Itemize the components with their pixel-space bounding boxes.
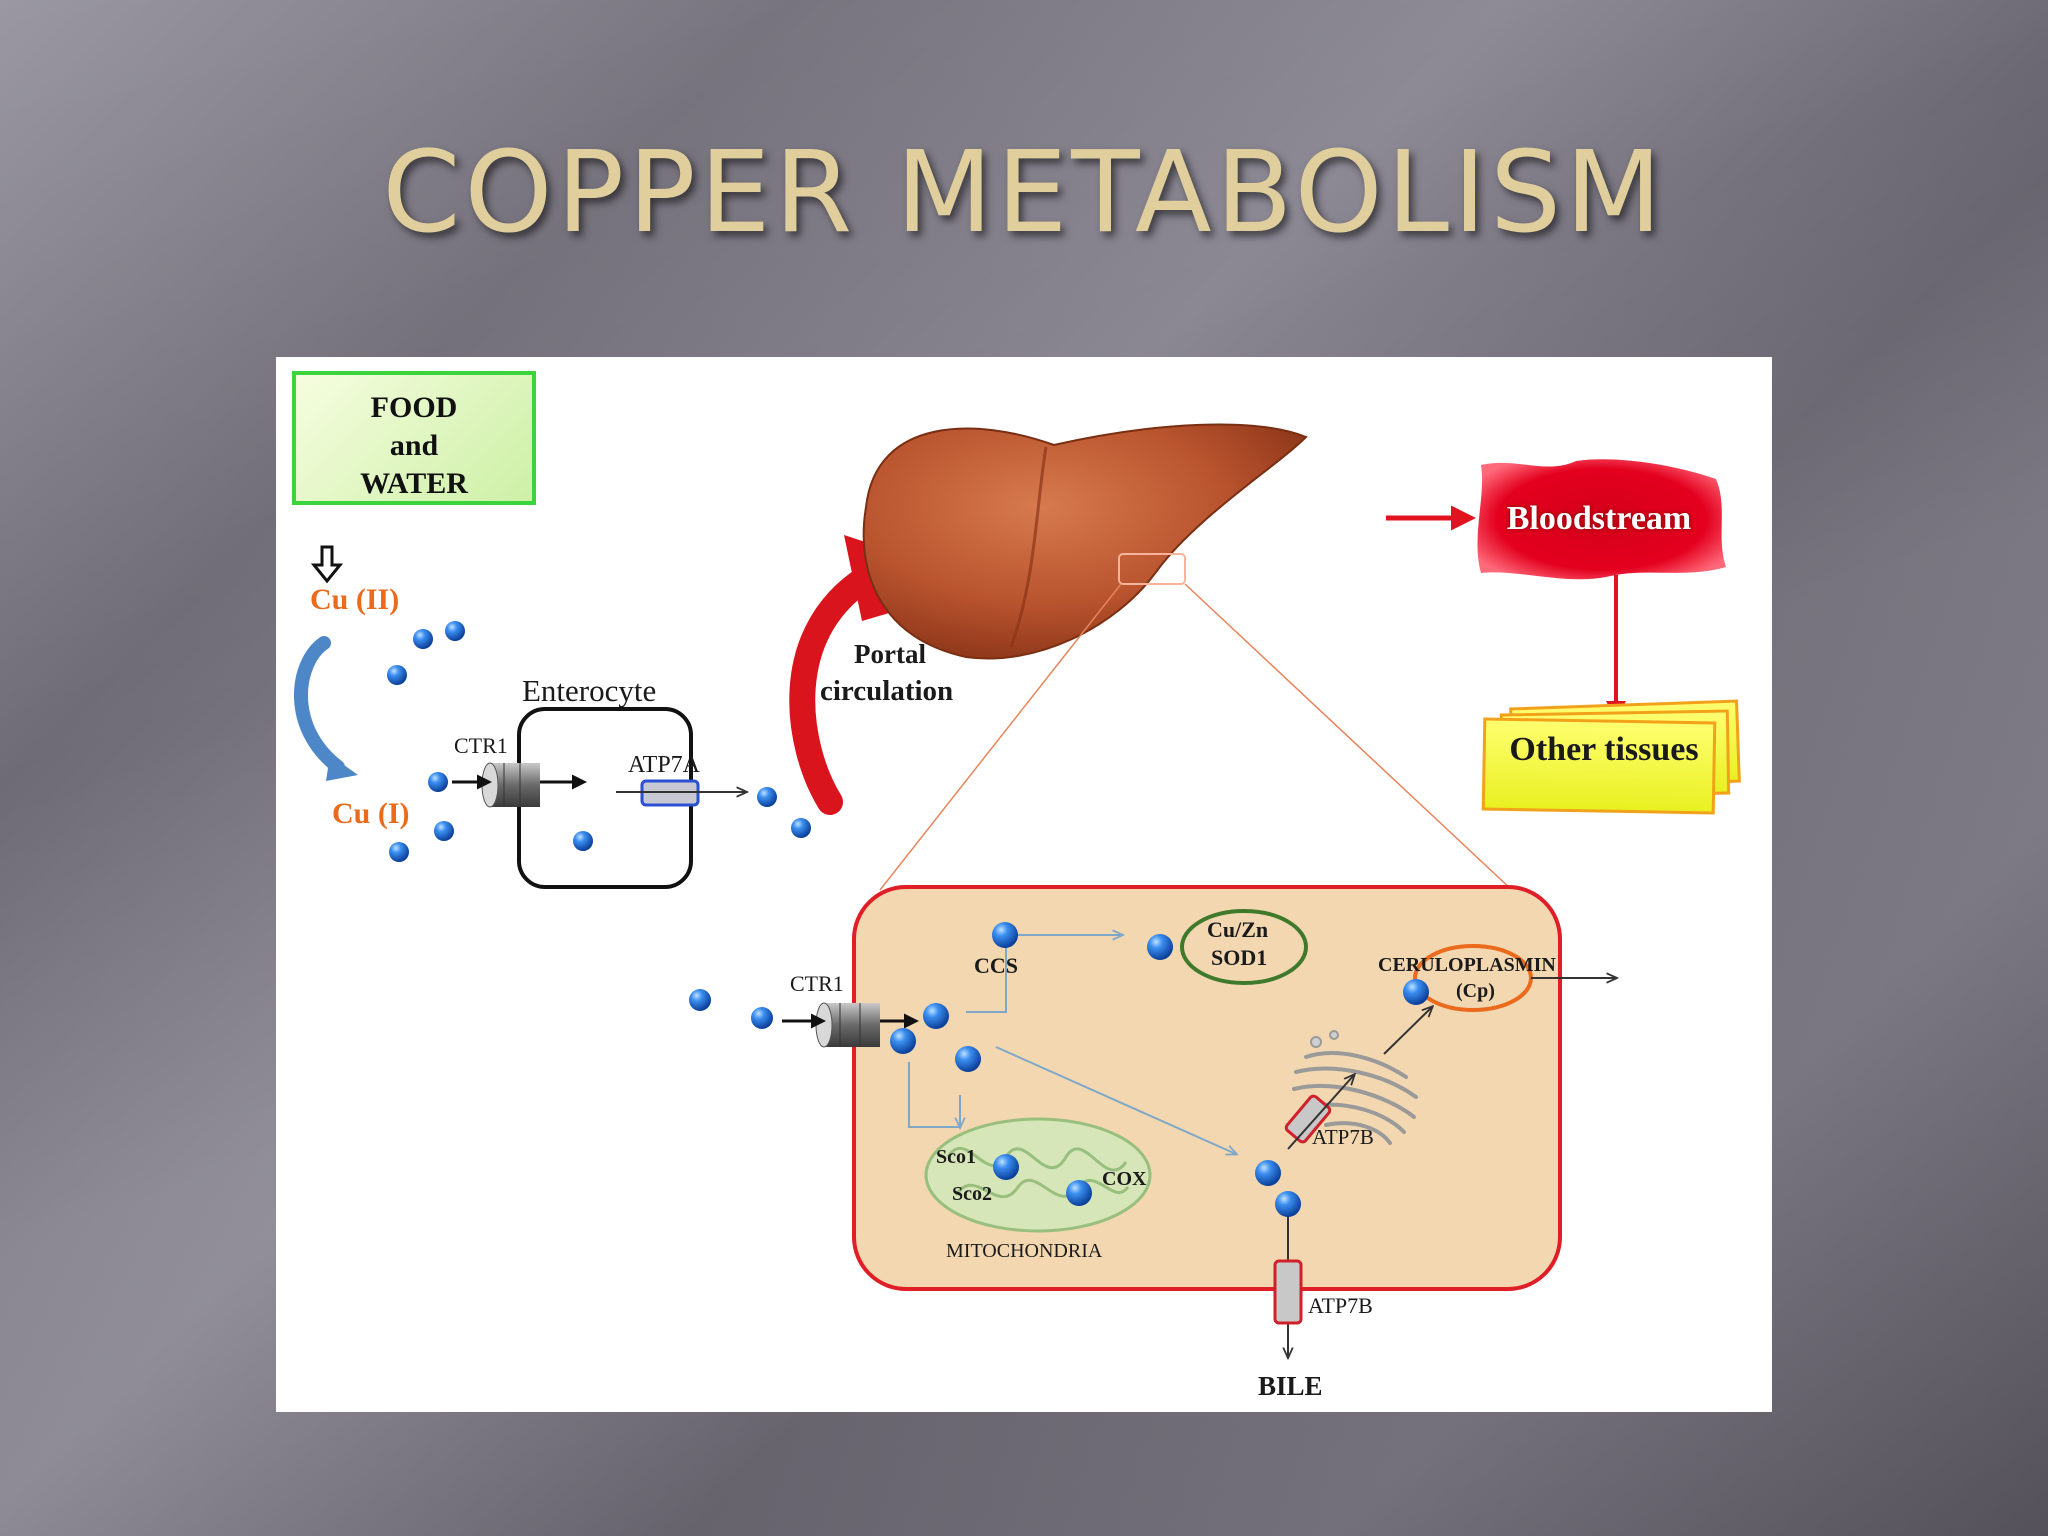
copper-ion: [413, 629, 433, 649]
portal-circulation-arrow: [789, 559, 889, 815]
cp-label: (Cp): [1456, 980, 1495, 1002]
slide-title: COPPER METABOLISM: [382, 128, 1666, 258]
copper-ion: [1066, 1180, 1092, 1206]
copper-ion: [955, 1046, 981, 1072]
ctr1-transporter-hepatocyte: [782, 1002, 919, 1048]
sod1-label-line2: SOD1: [1211, 945, 1268, 970]
food-label: FOOD: [370, 391, 458, 424]
sod1-enzyme: [1180, 909, 1308, 985]
zoom-line-right: [1184, 583, 1513, 891]
golgi-to-cp-arrow: [1383, 1007, 1432, 1055]
copper-ions: [387, 621, 1429, 1217]
atp7b-golgi-transporter: [1284, 1094, 1332, 1144]
cu-i-label: Cu (I): [332, 797, 410, 830]
copper-ion: [445, 621, 465, 641]
copper-ion: [1403, 979, 1429, 1005]
atp7b-golgi-arrow: [1287, 1075, 1354, 1150]
copper-ion: [923, 1003, 949, 1029]
other-tissues-stack: [1481, 699, 1741, 815]
atp7b-golgi-label: ATP7B: [1312, 1125, 1374, 1149]
copper-ion: [751, 1007, 773, 1029]
sco2-label: Sco2: [952, 1183, 992, 1205]
copper-ion: [689, 989, 711, 1011]
copper-ion: [1255, 1160, 1281, 1186]
diagram-graphics: [294, 423, 1741, 1412]
ctr1-hepatocyte-label: CTR1: [790, 971, 844, 996]
copper-ion: [890, 1028, 916, 1054]
zoom-line-left: [879, 583, 1122, 891]
atp7b-bile-transporter: [1273, 1259, 1303, 1325]
reduction-arrow-head: [326, 755, 358, 781]
bloodstream-blob: [1477, 459, 1726, 580]
copper-ion: [757, 787, 777, 807]
other-tissues-label: Other tissues: [1509, 731, 1699, 768]
water-label: WATER: [360, 467, 468, 500]
portal-label-line2: circulation: [820, 675, 954, 707]
sco1-label: Sco1: [936, 1146, 976, 1168]
golgi-apparatus: [1292, 1030, 1418, 1145]
enterocyte-label: Enterocyte: [522, 673, 657, 708]
mitochondria-label: MITOCHONDRIA: [946, 1240, 1103, 1262]
ccs-label: CCS: [974, 953, 1019, 978]
ctr1-enterocyte-label: CTR1: [454, 733, 508, 758]
atp7b-bile-label: ATP7B: [1308, 1293, 1373, 1318]
copper-metabolism-figure: FOOD and WATER Cu (II) Cu (I) Enterocyte…: [276, 357, 1772, 1412]
ctr1-transporter-enterocyte: [452, 762, 587, 808]
atp7a-label: ATP7A: [628, 752, 701, 778]
copper-ion: [573, 831, 593, 851]
food-down-arrow: [310, 545, 344, 584]
copper-ion: [434, 821, 454, 841]
to-golgi-path: [995, 1046, 1236, 1154]
copper-ion: [387, 665, 407, 685]
copper-ion: [389, 842, 409, 862]
copper-ion: [1275, 1191, 1301, 1217]
food-and-water-box: FOOD and WATER: [292, 371, 536, 505]
bile-label: BILE: [1258, 1371, 1323, 1401]
ceruloplasmin-label: CERULOPLASMIN: [1378, 954, 1556, 976]
copper-ion: [428, 772, 448, 792]
copper-ion: [992, 922, 1018, 948]
copper-ion: [1147, 934, 1173, 960]
sod1-label-line1: Cu/Zn: [1207, 917, 1269, 942]
portal-label-line1: Portal: [854, 639, 926, 669]
ccs-to-sod1-path: [966, 935, 1122, 1013]
copper-ion: [791, 818, 811, 838]
mitochondrion: [924, 1117, 1152, 1233]
cu-ii-label: Cu (II): [310, 583, 400, 616]
bloodstream-label: Bloodstream: [1506, 500, 1692, 537]
and-label: and: [389, 429, 439, 462]
reduction-curved-arrow: [294, 636, 345, 774]
copper-ion: [993, 1154, 1019, 1180]
cox-label: COX: [1102, 1168, 1147, 1190]
liver-organ: [862, 423, 1308, 660]
